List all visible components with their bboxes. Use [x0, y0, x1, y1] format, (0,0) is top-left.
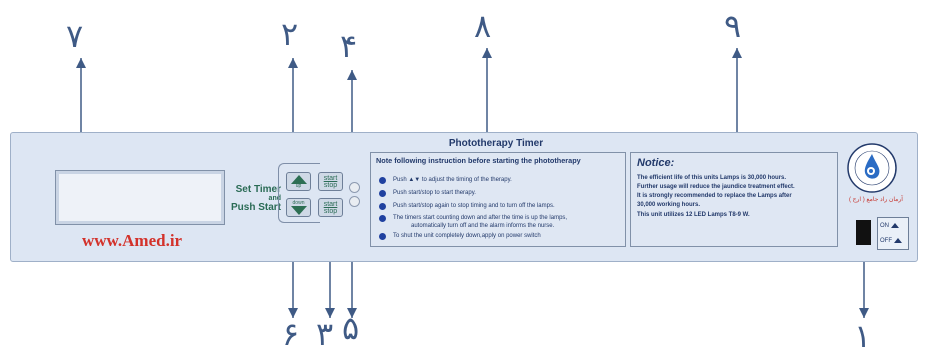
indicator-led-2 [349, 196, 360, 207]
website-label: www.Amed.ir [82, 231, 183, 250]
stop-label-1: stop [323, 182, 338, 189]
callout-1-arrowhead [859, 308, 869, 318]
callout-9: ۹ [724, 7, 742, 45]
notice-box: Notice: The efficient life of this units… [630, 152, 838, 247]
start-stop-button-1[interactable]: start stop [318, 172, 343, 191]
power-switch-legend: ON OFF [877, 217, 909, 250]
notice-line-1: The efficient life of this units Lamps i… [637, 175, 787, 181]
callout-4-arrowhead [347, 70, 357, 80]
callout-1: ۱ [854, 317, 872, 353]
power-switch[interactable] [856, 220, 871, 245]
button-group-frame [278, 163, 320, 223]
callout-2-arrowhead [288, 58, 298, 68]
notice-line-5: This unit utilizes 12 LED Lamps T8-9 W. [637, 212, 750, 218]
bullet-icon [379, 215, 386, 222]
up-button[interactable]: up [286, 172, 311, 191]
on-label: ON [880, 222, 889, 229]
callout-6-arrowhead [288, 308, 298, 318]
push-start-text: Push Start [230, 202, 281, 213]
down-button[interactable]: down [286, 198, 311, 217]
instruction-item-5: To shut the unit completely down,apply o… [393, 233, 541, 239]
start-stop-button-2[interactable]: start stop [318, 198, 343, 217]
up-button-label: up [295, 182, 302, 189]
company-logo [847, 143, 897, 193]
on-arrow-icon [891, 223, 899, 228]
down-button-label: down [292, 199, 305, 206]
bullet-icon [379, 233, 386, 240]
callout-7: ۷ [66, 17, 84, 55]
callout-3-arrowhead [325, 308, 335, 318]
callout-7-arrowhead [76, 58, 86, 68]
down-arrow-icon [290, 205, 307, 215]
logo-caption: آرمان راد جامع ( ارج ) [849, 197, 903, 203]
callout-8-arrowhead [482, 48, 492, 58]
timer-display [55, 170, 225, 225]
instruction-item-4-cont: automatically turn off and the alarm inf… [411, 223, 555, 229]
bullet-icon [379, 190, 386, 197]
and-text: and [268, 195, 281, 202]
instruction-box: Note following instruction before starti… [370, 152, 626, 247]
callout-6: ۶ [282, 315, 300, 353]
set-timer-text: Set Timer [235, 184, 281, 195]
off-arrow-icon [894, 238, 902, 243]
callout-4: ۴ [340, 27, 358, 65]
phototherapy-timer-title: Phototherapy Timer [448, 138, 544, 149]
callout-5: ۵ [342, 309, 360, 347]
instruction-item-2: Push start/stop to start therapy. [393, 190, 476, 196]
callout-3: ۳ [316, 315, 334, 353]
callout-8: ۸ [474, 7, 492, 45]
start-label-2: start [323, 201, 338, 208]
callout-5-arrowhead [347, 308, 357, 318]
instruction-item-4: The timers start counting down and after… [393, 215, 568, 221]
indicator-led-1 [349, 182, 360, 193]
notice-line-3: It is strongly recommended to replace th… [637, 193, 792, 199]
bullet-icon [379, 203, 386, 210]
notice-line-2: Further usage will reduce the jaundice t… [637, 184, 795, 190]
off-row: OFF [878, 233, 908, 248]
bullet-icon [379, 177, 386, 184]
callout-2: ۲ [281, 15, 299, 53]
instruction-heading: Note following instruction before starti… [376, 156, 581, 165]
on-row: ON [878, 218, 908, 233]
set-timer-label: Set Timer and Push Start [226, 184, 281, 214]
notice-title: Notice: [637, 157, 675, 169]
callout-9-arrowhead [732, 48, 742, 58]
instruction-item-3: Push start/stop again to stop timing and… [393, 203, 555, 209]
stop-label-2: stop [323, 208, 338, 215]
off-label: OFF [880, 237, 892, 244]
instruction-item-1: Push ▲▼ to adjust the timing of the ther… [393, 177, 512, 183]
notice-line-4: 30,000 working hours. [637, 202, 701, 208]
up-arrow-icon [290, 174, 307, 184]
start-label-1: start [323, 175, 338, 182]
